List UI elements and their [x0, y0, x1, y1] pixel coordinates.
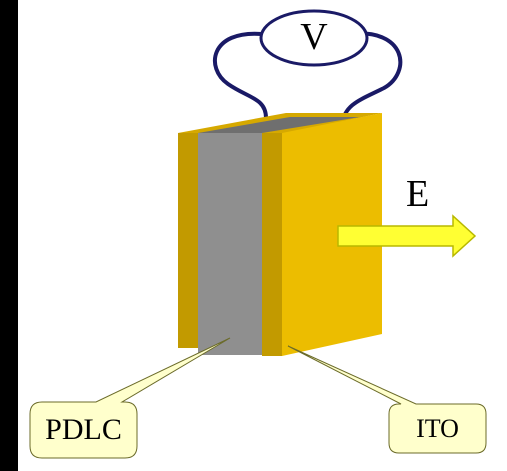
voltage-label: V	[300, 16, 328, 58]
field-label: E	[406, 173, 430, 215]
ito-callout-label: ITO	[416, 414, 459, 443]
field-arrow	[337, 214, 477, 258]
wire-right	[340, 31, 403, 125]
cell-top-gray	[198, 117, 360, 133]
ito-layer-front-edge	[262, 133, 282, 356]
ito-callout	[287, 345, 487, 454]
pdlc-callout	[29, 337, 231, 459]
pdlc-callout-label: PDLC	[45, 413, 122, 446]
ito-layer-front	[282, 113, 382, 356]
voltage-source	[259, 9, 369, 67]
ito-layer-back	[178, 133, 198, 348]
wire-left	[212, 31, 268, 119]
pdlc-layer	[198, 133, 262, 355]
